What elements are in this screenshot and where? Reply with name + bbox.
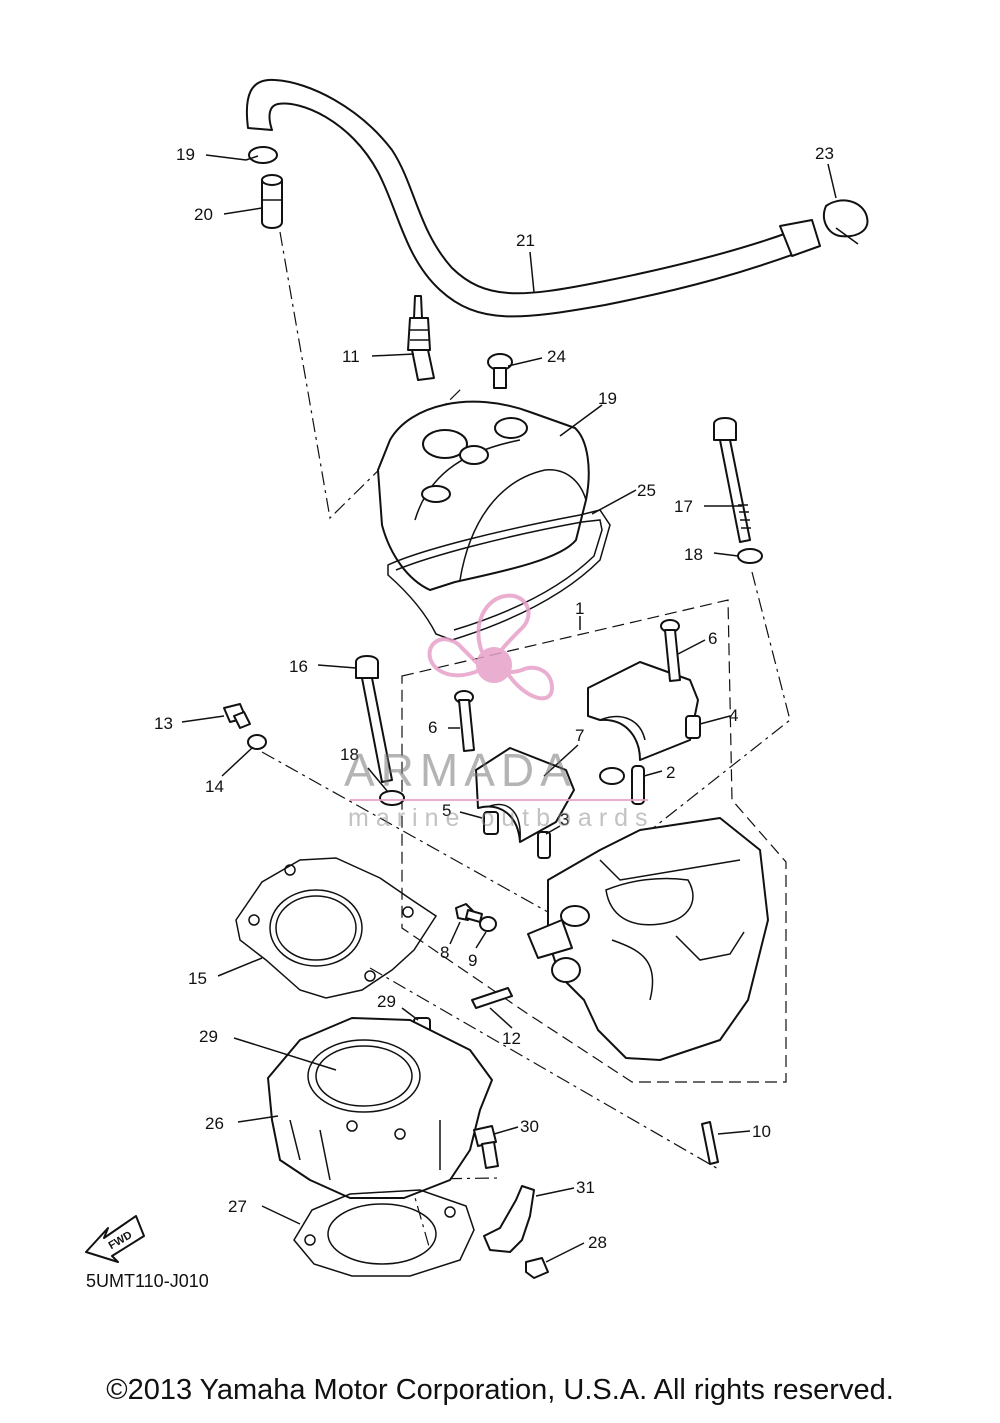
callout-15: 15 bbox=[188, 969, 207, 988]
callout-4: 4 bbox=[729, 706, 738, 725]
stud-bolt bbox=[701, 1121, 719, 1165]
callout-3: 3 bbox=[560, 810, 569, 829]
assembly-outline bbox=[401, 599, 787, 1083]
washer bbox=[247, 734, 267, 750]
callout-31: 31 bbox=[576, 1178, 595, 1197]
propeller-blade bbox=[476, 593, 531, 654]
washer bbox=[737, 548, 763, 564]
cylinder-head-cover bbox=[377, 400, 590, 591]
callout-numbers: 19 20 23 21 11 24 19 25 17 18 1 6 4 16 1… bbox=[154, 144, 834, 1252]
callout-14: 14 bbox=[205, 777, 224, 796]
cover-gasket bbox=[387, 509, 611, 641]
callout-26: 26 bbox=[205, 1114, 224, 1133]
callout-6-right: 6 bbox=[708, 629, 717, 648]
propeller-blade bbox=[506, 665, 555, 701]
cap-bolt bbox=[660, 619, 681, 682]
callout-29-left: 29 bbox=[199, 1027, 218, 1046]
fwd-arrow-icon bbox=[85, 1215, 145, 1263]
watermark-brand: ARMADA bbox=[344, 744, 577, 796]
hose-clamp bbox=[822, 199, 869, 245]
callout-6-left: 6 bbox=[428, 718, 437, 737]
callout-30: 30 bbox=[520, 1117, 539, 1136]
assembly-line bbox=[261, 751, 581, 931]
cylinder-head bbox=[527, 817, 769, 1061]
oil-seal bbox=[599, 767, 625, 785]
flange-nut bbox=[525, 1257, 549, 1279]
callout-2: 2 bbox=[666, 763, 675, 782]
stud-bolt bbox=[471, 987, 513, 1009]
leader-lines bbox=[181, 154, 837, 1263]
callout-27: 27 bbox=[228, 1197, 247, 1216]
callout-25: 25 bbox=[637, 481, 656, 500]
cylinder-block bbox=[267, 1017, 493, 1199]
callout-9: 9 bbox=[468, 951, 477, 970]
breather-hose bbox=[245, 78, 821, 318]
callout-22: 19 bbox=[176, 145, 195, 164]
camshaft-cap bbox=[587, 661, 699, 761]
propeller-blade bbox=[427, 637, 481, 678]
dowel-pin bbox=[685, 715, 701, 739]
callout-21: 21 bbox=[516, 231, 535, 250]
plug-bolt bbox=[223, 703, 251, 729]
callout-13: 13 bbox=[154, 714, 173, 733]
washer bbox=[379, 790, 405, 806]
spark-plug bbox=[407, 295, 435, 381]
propeller-hub bbox=[476, 647, 512, 683]
small-bolt bbox=[455, 903, 483, 923]
callout-18-lower: 18 bbox=[340, 745, 359, 764]
propeller-logo-icon bbox=[427, 593, 555, 701]
breather-fitting bbox=[261, 174, 283, 229]
callout-24: 24 bbox=[547, 347, 566, 366]
long-bolt bbox=[355, 655, 393, 783]
nozzle bbox=[537, 831, 551, 859]
callout-17: 17 bbox=[674, 497, 693, 516]
cylinder-bolt bbox=[473, 1125, 499, 1169]
long-bolt bbox=[713, 417, 751, 543]
copyright-notice: ©2013 Yamaha Motor Corporation, U.S.A. A… bbox=[106, 1374, 894, 1406]
callout-7: 7 bbox=[575, 726, 584, 745]
guide-stud bbox=[631, 765, 645, 805]
callout-28: 28 bbox=[588, 1233, 607, 1252]
base-gasket bbox=[293, 1189, 475, 1277]
callout-16: 16 bbox=[289, 657, 308, 676]
cap-bolt bbox=[454, 690, 475, 752]
callout-1: 1 bbox=[575, 599, 584, 618]
callout-11: 12 bbox=[502, 1029, 521, 1048]
callout-18-upper: 18 bbox=[684, 545, 703, 564]
cover-bolt bbox=[487, 353, 513, 389]
breather-clip bbox=[245, 146, 278, 164]
callout-8: 8 bbox=[440, 943, 449, 962]
callout-19: 19 bbox=[598, 389, 617, 408]
callout-20: 20 bbox=[194, 205, 213, 224]
callout-12: 11 bbox=[342, 347, 360, 366]
assembly-line bbox=[369, 967, 721, 1171]
watermark: ARMADA marine outboards bbox=[344, 593, 655, 832]
callout-10: 10 bbox=[752, 1122, 771, 1141]
washer bbox=[479, 916, 497, 932]
dowel-pin bbox=[483, 811, 499, 835]
head-gasket bbox=[235, 857, 438, 999]
watermark-tagline: marine outboards bbox=[348, 804, 655, 832]
callout-23: 23 bbox=[815, 144, 834, 163]
diagram-code: 5UMT110-J010 bbox=[86, 1271, 209, 1291]
bracket bbox=[483, 1185, 535, 1253]
callout-29-right: 29 bbox=[377, 992, 396, 1011]
callout-5: 5 bbox=[442, 801, 451, 820]
